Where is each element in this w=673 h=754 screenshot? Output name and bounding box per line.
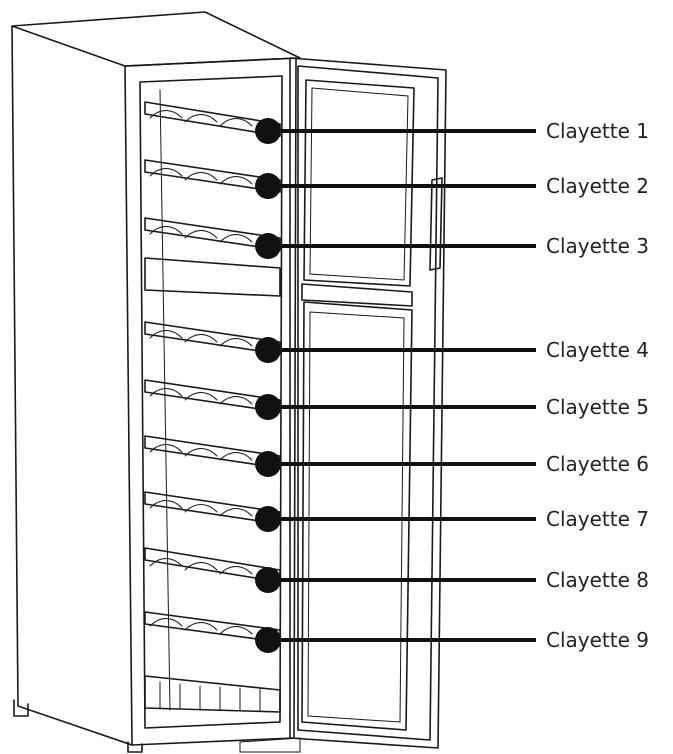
callout-label: Clayette 8 [546,568,649,592]
callout-label: Clayette 9 [546,628,649,652]
callout-label: Clayette 3 [546,234,649,258]
callout-9: Clayette 9 [255,627,649,653]
callout-1: Clayette 1 [255,118,649,144]
callout-label: Clayette 6 [546,452,649,476]
callouts: Clayette 1 Clayette 2 Clayette 3 Clayett… [255,118,649,653]
callout-label: Clayette 2 [546,174,649,198]
callout-label: Clayette 1 [546,119,649,143]
callout-label: Clayette 7 [546,507,649,531]
callout-4: Clayette 4 [255,337,649,363]
callout-5: Clayette 5 [255,394,649,420]
cabinet-body [11,11,301,753]
callout-3: Clayette 3 [255,233,649,259]
callout-label: Clayette 4 [546,338,649,362]
callout-2: Clayette 2 [255,173,649,199]
callout-8: Clayette 8 [255,567,649,593]
callout-7: Clayette 7 [255,506,649,532]
cabinet-door [289,57,447,749]
callout-label: Clayette 5 [546,395,649,419]
callout-6: Clayette 6 [255,451,649,477]
